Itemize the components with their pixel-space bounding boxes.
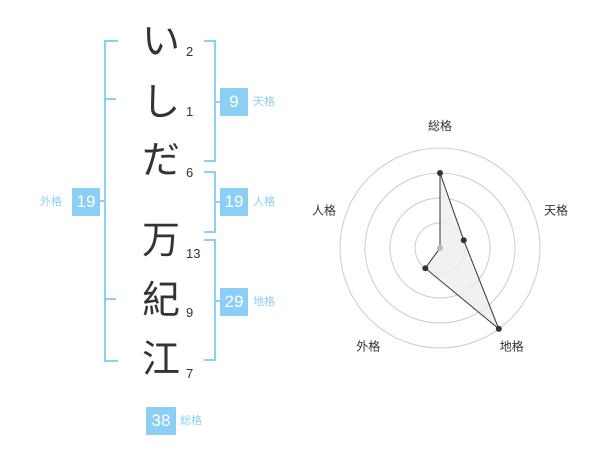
stroke-count-1: 2 bbox=[186, 44, 194, 59]
name-char-6: 江 bbox=[141, 337, 180, 381]
gaikaku-label: 外格 bbox=[40, 195, 62, 208]
radar-axis-label-4: 外格 bbox=[356, 339, 380, 354]
radar-axis-label-2: 天格 bbox=[544, 202, 568, 217]
stroke-count-4: 13 bbox=[186, 246, 201, 261]
radar-point-4 bbox=[422, 265, 429, 272]
radar-point-3 bbox=[495, 325, 502, 332]
jinkaku-connector bbox=[214, 201, 222, 203]
radar-axis-label-3: 地格 bbox=[500, 339, 524, 354]
jinkaku-badge: 19 bbox=[220, 188, 248, 216]
gaikaku-badge: 19 bbox=[72, 188, 100, 216]
chikaku-label: 地格 bbox=[253, 295, 275, 308]
tenkaku-badge: 9 bbox=[220, 88, 248, 116]
stroke-count-2: 1 bbox=[186, 104, 194, 119]
name-char-2: し bbox=[141, 80, 180, 124]
radar-axis-label-5: 人格 bbox=[312, 202, 336, 217]
name-char-4: 万 bbox=[141, 218, 180, 262]
tenkaku-label: 天格 bbox=[253, 95, 275, 108]
radar-axis-label-1: 総格 bbox=[428, 118, 452, 133]
gaikaku-bracket bbox=[104, 40, 118, 362]
radar-point-1 bbox=[437, 170, 443, 176]
name-char-1: い bbox=[141, 19, 180, 63]
name-char-5: 紀 bbox=[141, 278, 180, 322]
radar-center-point bbox=[437, 245, 443, 251]
gaikaku-bracket-tick-top bbox=[104, 98, 116, 100]
gaikaku-bracket-tick-bottom bbox=[104, 298, 116, 300]
tenkaku-connector bbox=[214, 101, 222, 103]
radar-point-2 bbox=[460, 237, 467, 244]
radar-grid-ring-4 bbox=[339, 147, 541, 349]
chikaku-connector bbox=[214, 300, 222, 302]
stroke-count-5: 9 bbox=[186, 305, 194, 320]
soukaku-label: 総格 bbox=[180, 414, 202, 427]
gaikaku-connector bbox=[98, 200, 106, 202]
stroke-count-6: 7 bbox=[186, 366, 194, 381]
name-char-3: だ bbox=[141, 138, 180, 182]
jinkaku-label: 人格 bbox=[253, 195, 275, 208]
chikaku-badge: 29 bbox=[220, 288, 248, 316]
stroke-count-3: 6 bbox=[186, 165, 194, 180]
radar-data-polygon bbox=[424, 172, 500, 330]
soukaku-badge: 38 bbox=[146, 407, 176, 435]
